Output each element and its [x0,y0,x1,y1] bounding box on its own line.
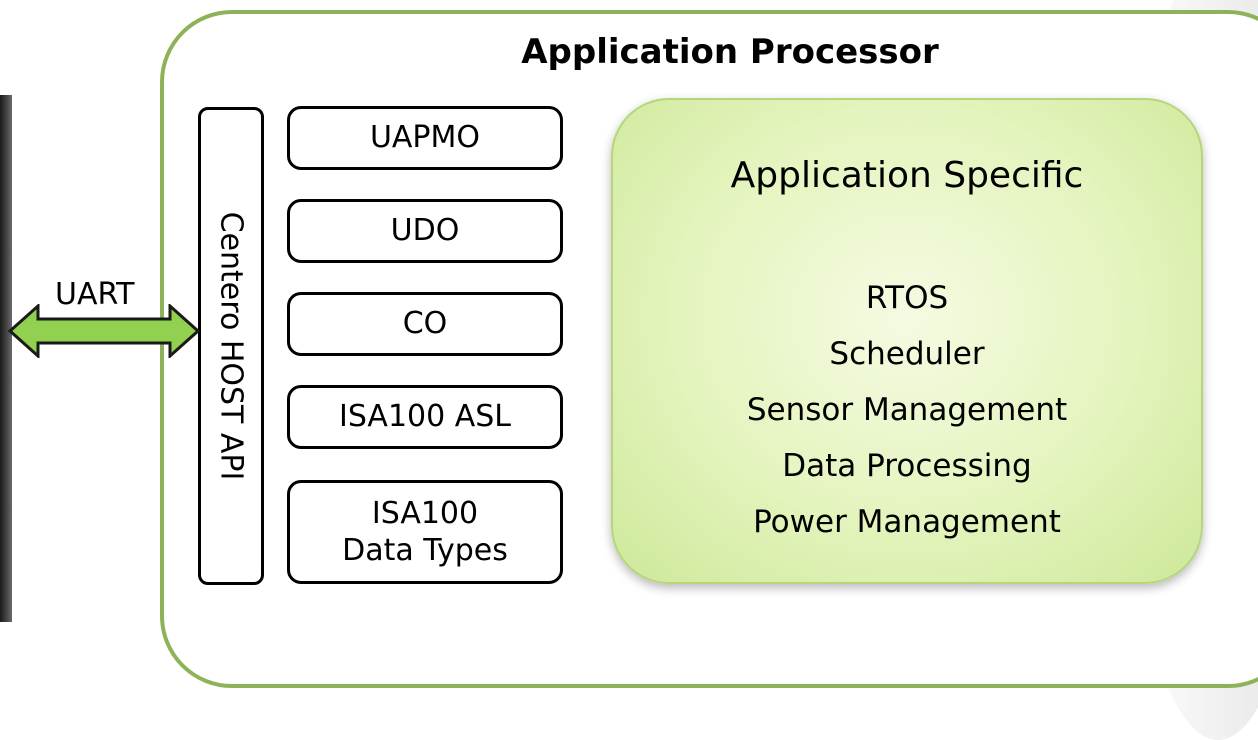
isa100-data-types-box: ISA100 Data Types [287,480,563,584]
application-specific-box: Application Specific RTOS Scheduler Sens… [611,98,1203,584]
udo-box: UDO [287,199,563,263]
feature-scheduler: Scheduler [829,336,985,372]
isa100-asl-label: ISA100 ASL [338,399,512,435]
isa100-asl-box: ISA100 ASL [287,385,563,449]
udo-label: UDO [390,213,460,249]
external-device-edge [0,95,12,622]
feature-data-processing: Data Processing [782,448,1032,484]
host-api-block: Centero HOST API [198,107,264,585]
isa100-data-types-line2: Data Types [342,533,508,568]
feature-power-management: Power Management [753,504,1061,540]
feature-list: RTOS Scheduler Sensor Management Data Pr… [613,270,1201,550]
co-label: CO [402,306,448,342]
feature-rtos: RTOS [865,280,949,316]
isa100-data-types-line1: ISA100 [371,495,479,531]
uart-label: UART [55,277,135,312]
uart-arrow-shape [8,304,200,358]
application-specific-title: Application Specific [730,155,1084,196]
uart-double-arrow-icon [8,304,200,358]
host-api-label: Centero HOST API [213,211,249,481]
uapmo-label: UAPMO [369,120,481,156]
application-processor-title: Application Processor [521,32,939,72]
co-box: CO [287,292,563,356]
feature-sensor-management: Sensor Management [746,392,1068,428]
uapmo-box: UAPMO [287,106,563,170]
